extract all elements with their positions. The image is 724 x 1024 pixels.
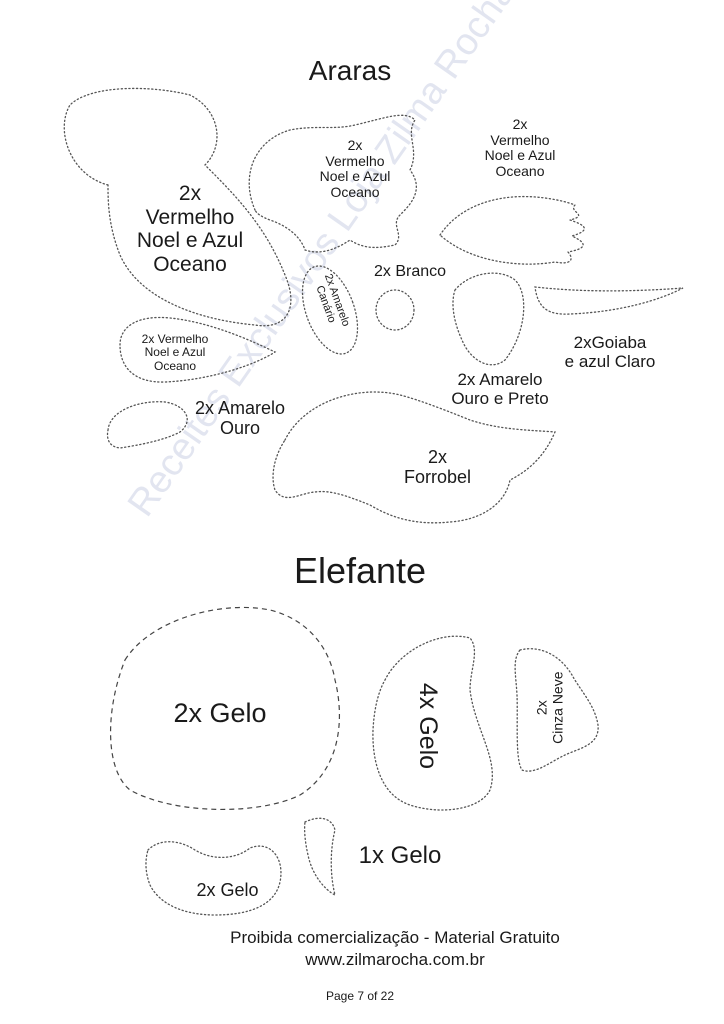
label-forrobel: 2x Forrobel	[403, 447, 472, 488]
footer-free-text: Material Gratuito	[434, 928, 560, 947]
parrot-body-shape	[248, 114, 417, 253]
parrot-beak-shape	[106, 401, 188, 449]
label-amarelo-ouro-preto: 2x Amarelo Ouro e Preto	[451, 370, 549, 409]
label-elephant-head: 2x Gelo	[173, 698, 267, 728]
label-goiaba: 2xGoiaba e azul Claro	[564, 333, 656, 372]
label-wing-small: 2x Vermelho Noel e Azul Oceano	[141, 332, 209, 373]
elephant-cinza-shape	[514, 648, 599, 772]
label-branco: 2x Branco	[373, 263, 447, 280]
parrot-head-shape	[63, 87, 292, 327]
branco-small-oval-shape	[375, 289, 415, 331]
parrot-tail-shape	[534, 286, 684, 315]
label-head-large: 2x Vermelho Noel e Azul Oceano	[136, 182, 244, 276]
parrot-cheek-shape	[452, 272, 525, 366]
elefante-title: Elefante	[293, 550, 427, 591]
label-elephant-ear: 4x Gelo	[414, 682, 442, 770]
label-amarelo-ouro: 2x Amarelo Ouro	[194, 398, 286, 439]
canario-oval-shape	[301, 265, 359, 355]
parrot-small-wing-shape	[119, 316, 277, 383]
parrot-wing-top-shape	[439, 195, 585, 265]
footer-notice: Proibida comercialização - Material Grat…	[150, 928, 640, 948]
label-elephant-cinza: 2x Cinza Neve	[533, 671, 565, 744]
label-elephant-tusk: 1x Gelo	[358, 842, 442, 869]
label-body: 2x Vermelho Noel e Azul Oceano	[319, 137, 391, 201]
araras-title: Araras	[308, 55, 392, 86]
elephant-trunk-shape	[145, 841, 282, 916]
parrot-big-body-shape	[272, 391, 556, 524]
footer-url[interactable]: www.zilmarocha.com.br	[305, 950, 485, 969]
page-number: Page 7 of 22	[325, 989, 395, 1003]
label-wing-top-right: 2x Vermelho Noel e Azul Oceano	[484, 116, 556, 180]
footer-notice-text: Proibida comercialização -	[230, 928, 435, 947]
elephant-ear-shape	[372, 635, 493, 811]
label-elephant-trunk: 2x Gelo	[196, 880, 259, 900]
elephant-head-shape	[109, 606, 340, 810]
elephant-tusk-shape	[303, 817, 336, 897]
